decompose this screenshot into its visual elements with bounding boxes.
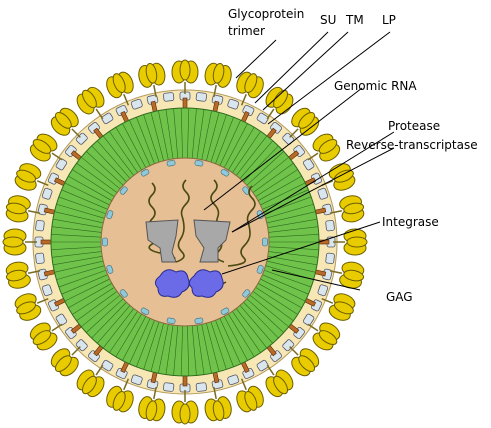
glycoprotein-trimer bbox=[14, 293, 49, 321]
gag-protein bbox=[166, 317, 176, 324]
lipid-head bbox=[317, 187, 329, 200]
labels: Glycoprotein trimer SU TM LP Genomic RNA… bbox=[228, 7, 478, 304]
glycoprotein-trimer bbox=[14, 163, 49, 191]
glycoprotein-trimer bbox=[171, 59, 199, 94]
glycoprotein-pointer bbox=[235, 39, 277, 79]
glycoprotein-trimer bbox=[307, 322, 341, 351]
gag-protein bbox=[220, 168, 230, 177]
protease-label: Protease bbox=[388, 119, 440, 133]
leader-lines bbox=[203, 31, 395, 291]
lipid-head bbox=[163, 382, 175, 392]
lp-pointer bbox=[267, 31, 391, 125]
gag-protein bbox=[119, 186, 128, 195]
glycoprotein-trimer bbox=[2, 228, 37, 256]
integrase-protein bbox=[154, 269, 224, 298]
lipid-head bbox=[101, 359, 114, 372]
glycoprotein-trimer bbox=[307, 133, 341, 162]
glycoprotein-trimer bbox=[138, 387, 166, 422]
reverse-transcriptase-pointer bbox=[231, 147, 395, 233]
gag-label: GAG bbox=[386, 290, 413, 304]
lipid-head bbox=[130, 98, 143, 110]
reverse-transcriptase-label: Reverse-transcriptase bbox=[346, 138, 478, 152]
integrase-pointer bbox=[221, 221, 381, 275]
protease-pointer bbox=[231, 131, 395, 233]
genomic-rna-pointer bbox=[203, 87, 363, 211]
lipid-head bbox=[302, 158, 315, 171]
lipid-head bbox=[41, 284, 53, 297]
glycoprotein-trimer bbox=[5, 261, 40, 289]
integrase-label: Integrase bbox=[382, 215, 439, 229]
gag-protein bbox=[194, 317, 204, 324]
core-circle bbox=[100, 157, 270, 327]
gag-protein bbox=[106, 210, 114, 219]
glycoprotein-trimer bbox=[333, 228, 368, 256]
lp-label: LP bbox=[382, 13, 396, 27]
lipid-head bbox=[195, 92, 207, 102]
lipid-head bbox=[130, 374, 143, 386]
lipid-head bbox=[325, 220, 335, 232]
gag-protein bbox=[106, 265, 114, 274]
gag-protein bbox=[262, 237, 268, 247]
glycoprotein-trimer bbox=[289, 107, 320, 138]
gag-protein bbox=[140, 307, 150, 316]
gag-protein bbox=[256, 265, 264, 274]
glycoprotein-trimer bbox=[204, 387, 232, 422]
reverse-transcriptase-protein bbox=[145, 219, 231, 263]
glycoprotein-trimer bbox=[330, 195, 365, 223]
glycoprotein-label: Glycoprotein bbox=[228, 7, 304, 21]
lipid-head bbox=[317, 284, 329, 297]
glycoprotein-trimer bbox=[321, 293, 356, 321]
glycoprotein-trimer bbox=[265, 364, 294, 398]
lipid-head bbox=[55, 313, 68, 326]
glycoprotein-trimer bbox=[29, 133, 63, 162]
glycoprotein-trimer bbox=[236, 378, 264, 413]
glycoprotein-trimer bbox=[5, 195, 40, 223]
glycoprotein-label-line2: trimer bbox=[228, 24, 265, 38]
lipid-head bbox=[227, 374, 240, 386]
glycoprotein-trimer bbox=[106, 71, 134, 106]
glycoprotein-trimer bbox=[321, 163, 356, 191]
su-label: SU bbox=[320, 13, 336, 27]
lipid-head bbox=[256, 112, 269, 125]
genomic-rna-label: Genomic RNA bbox=[334, 79, 417, 93]
gag-protein bbox=[166, 160, 176, 167]
lipid-head bbox=[41, 187, 53, 200]
glycoprotein-trimer bbox=[204, 62, 232, 97]
glycoprotein-trimer bbox=[138, 62, 166, 97]
gag-pointer bbox=[271, 269, 361, 291]
lipid-head bbox=[35, 252, 45, 264]
glycoprotein-trimer bbox=[171, 390, 199, 425]
lipid-head bbox=[101, 112, 114, 125]
tm-label: TM bbox=[345, 13, 364, 27]
tm-pointer bbox=[262, 31, 349, 111]
glycoprotein-trimer bbox=[330, 261, 365, 289]
lipid-head bbox=[302, 313, 315, 326]
glycoprotein-trimer bbox=[29, 322, 63, 351]
glycoprotein-trimer bbox=[76, 364, 105, 398]
glycoprotein-trimer bbox=[50, 107, 81, 138]
lipid-head bbox=[55, 158, 68, 171]
gag-protein bbox=[242, 289, 251, 298]
lipid-head bbox=[325, 252, 335, 264]
glycoprotein-spikes bbox=[2, 59, 368, 425]
glycoprotein-trimer bbox=[76, 86, 105, 120]
lipid-head bbox=[195, 382, 207, 392]
gag-protein bbox=[194, 160, 204, 167]
glycoprotein-trimer bbox=[289, 346, 320, 377]
gag-protein bbox=[102, 237, 108, 247]
glycoprotein-trimer bbox=[106, 378, 134, 413]
gag-protein bbox=[220, 307, 230, 316]
gag-protein bbox=[140, 168, 150, 177]
glycoprotein-trimer bbox=[50, 346, 81, 377]
gag-protein bbox=[119, 289, 128, 298]
lipid-head bbox=[256, 359, 269, 372]
lipid-head bbox=[35, 220, 45, 232]
lipid-head bbox=[227, 98, 240, 110]
su-pointer bbox=[254, 31, 329, 104]
core bbox=[100, 157, 270, 327]
glycoprotein-trimer bbox=[236, 71, 264, 106]
lipid-head bbox=[163, 92, 175, 102]
